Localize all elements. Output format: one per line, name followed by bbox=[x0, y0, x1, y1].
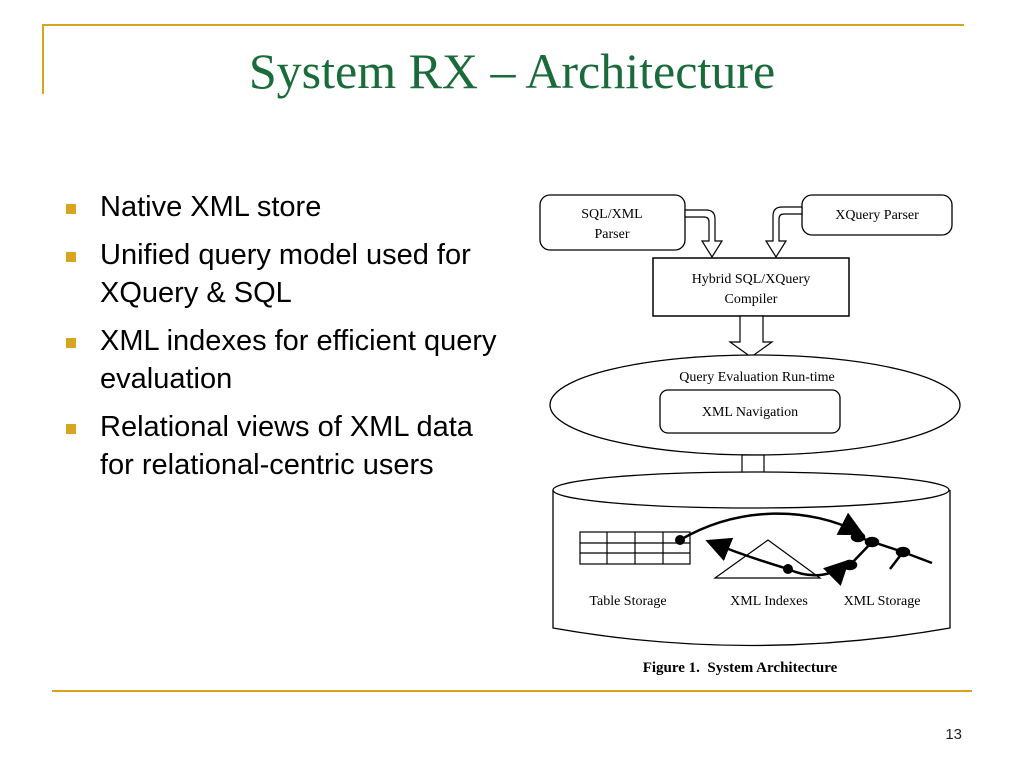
xml-navigation-box: XML Navigation bbox=[659, 389, 841, 434]
frame-top-rule bbox=[42, 24, 964, 26]
frame-bottom-rule bbox=[52, 690, 972, 692]
compiler-line2: Compiler bbox=[725, 292, 778, 307]
bullet-item: Native XML store bbox=[60, 188, 500, 226]
sql-xml-parser-box: SQL/XML Parser bbox=[539, 194, 686, 251]
sql-parser-line2: Parser bbox=[595, 227, 630, 242]
architecture-diagram: SQL/XML Parser XQuery Parser Hybrid SQL/… bbox=[520, 185, 980, 685]
page-number: 13 bbox=[945, 726, 962, 743]
square-bullet-icon bbox=[66, 204, 76, 214]
bullet-item: Relational views of XML data for relatio… bbox=[60, 408, 500, 484]
figure-caption: Figure 1. System Architecture bbox=[643, 660, 838, 676]
bullet-text: Unified query model used for XQuery & SQ… bbox=[100, 239, 471, 309]
connector-dots bbox=[675, 535, 793, 574]
square-bullet-icon bbox=[66, 424, 76, 434]
xml-index-triangle-icon bbox=[713, 539, 822, 579]
bullet-list: Native XML store Unified query model use… bbox=[60, 188, 500, 494]
parser-to-compiler-arrow-right bbox=[764, 206, 803, 259]
xquery-parser-label: XQuery Parser bbox=[835, 208, 919, 223]
xml-storage-label: XML Storage bbox=[844, 594, 921, 609]
bullet-item: XML indexes for efficient query evaluati… bbox=[60, 322, 500, 398]
storage-connector-arrows bbox=[679, 512, 865, 586]
hybrid-compiler-box: Hybrid SQL/XQuery Compiler bbox=[652, 257, 850, 317]
sql-parser-line1: SQL/XML bbox=[581, 207, 642, 222]
square-bullet-icon bbox=[66, 338, 76, 348]
table-storage-grid-icon bbox=[579, 531, 691, 565]
table-storage-label: Table Storage bbox=[589, 594, 666, 609]
bullet-text: Relational views of XML data for relatio… bbox=[100, 411, 473, 481]
navigation-label: XML Navigation bbox=[702, 405, 798, 420]
bullet-text: XML indexes for efficient query evaluati… bbox=[100, 325, 497, 395]
bullet-text: Native XML store bbox=[100, 191, 322, 223]
parser-to-compiler-arrow-left bbox=[684, 209, 724, 259]
runtime-label: Query Evaluation Run-time bbox=[679, 370, 835, 385]
square-bullet-icon bbox=[66, 252, 76, 262]
compiler-to-runtime-arrow bbox=[728, 315, 774, 358]
slide-title: System RX – Architecture bbox=[248, 43, 776, 99]
xml-indexes-label: XML Indexes bbox=[730, 594, 808, 609]
compiler-line1: Hybrid SQL/XQuery bbox=[692, 272, 811, 287]
frame-left-rule bbox=[42, 24, 44, 94]
bullet-item: Unified query model used for XQuery & SQ… bbox=[60, 236, 500, 312]
xquery-parser-box: XQuery Parser bbox=[801, 194, 953, 236]
